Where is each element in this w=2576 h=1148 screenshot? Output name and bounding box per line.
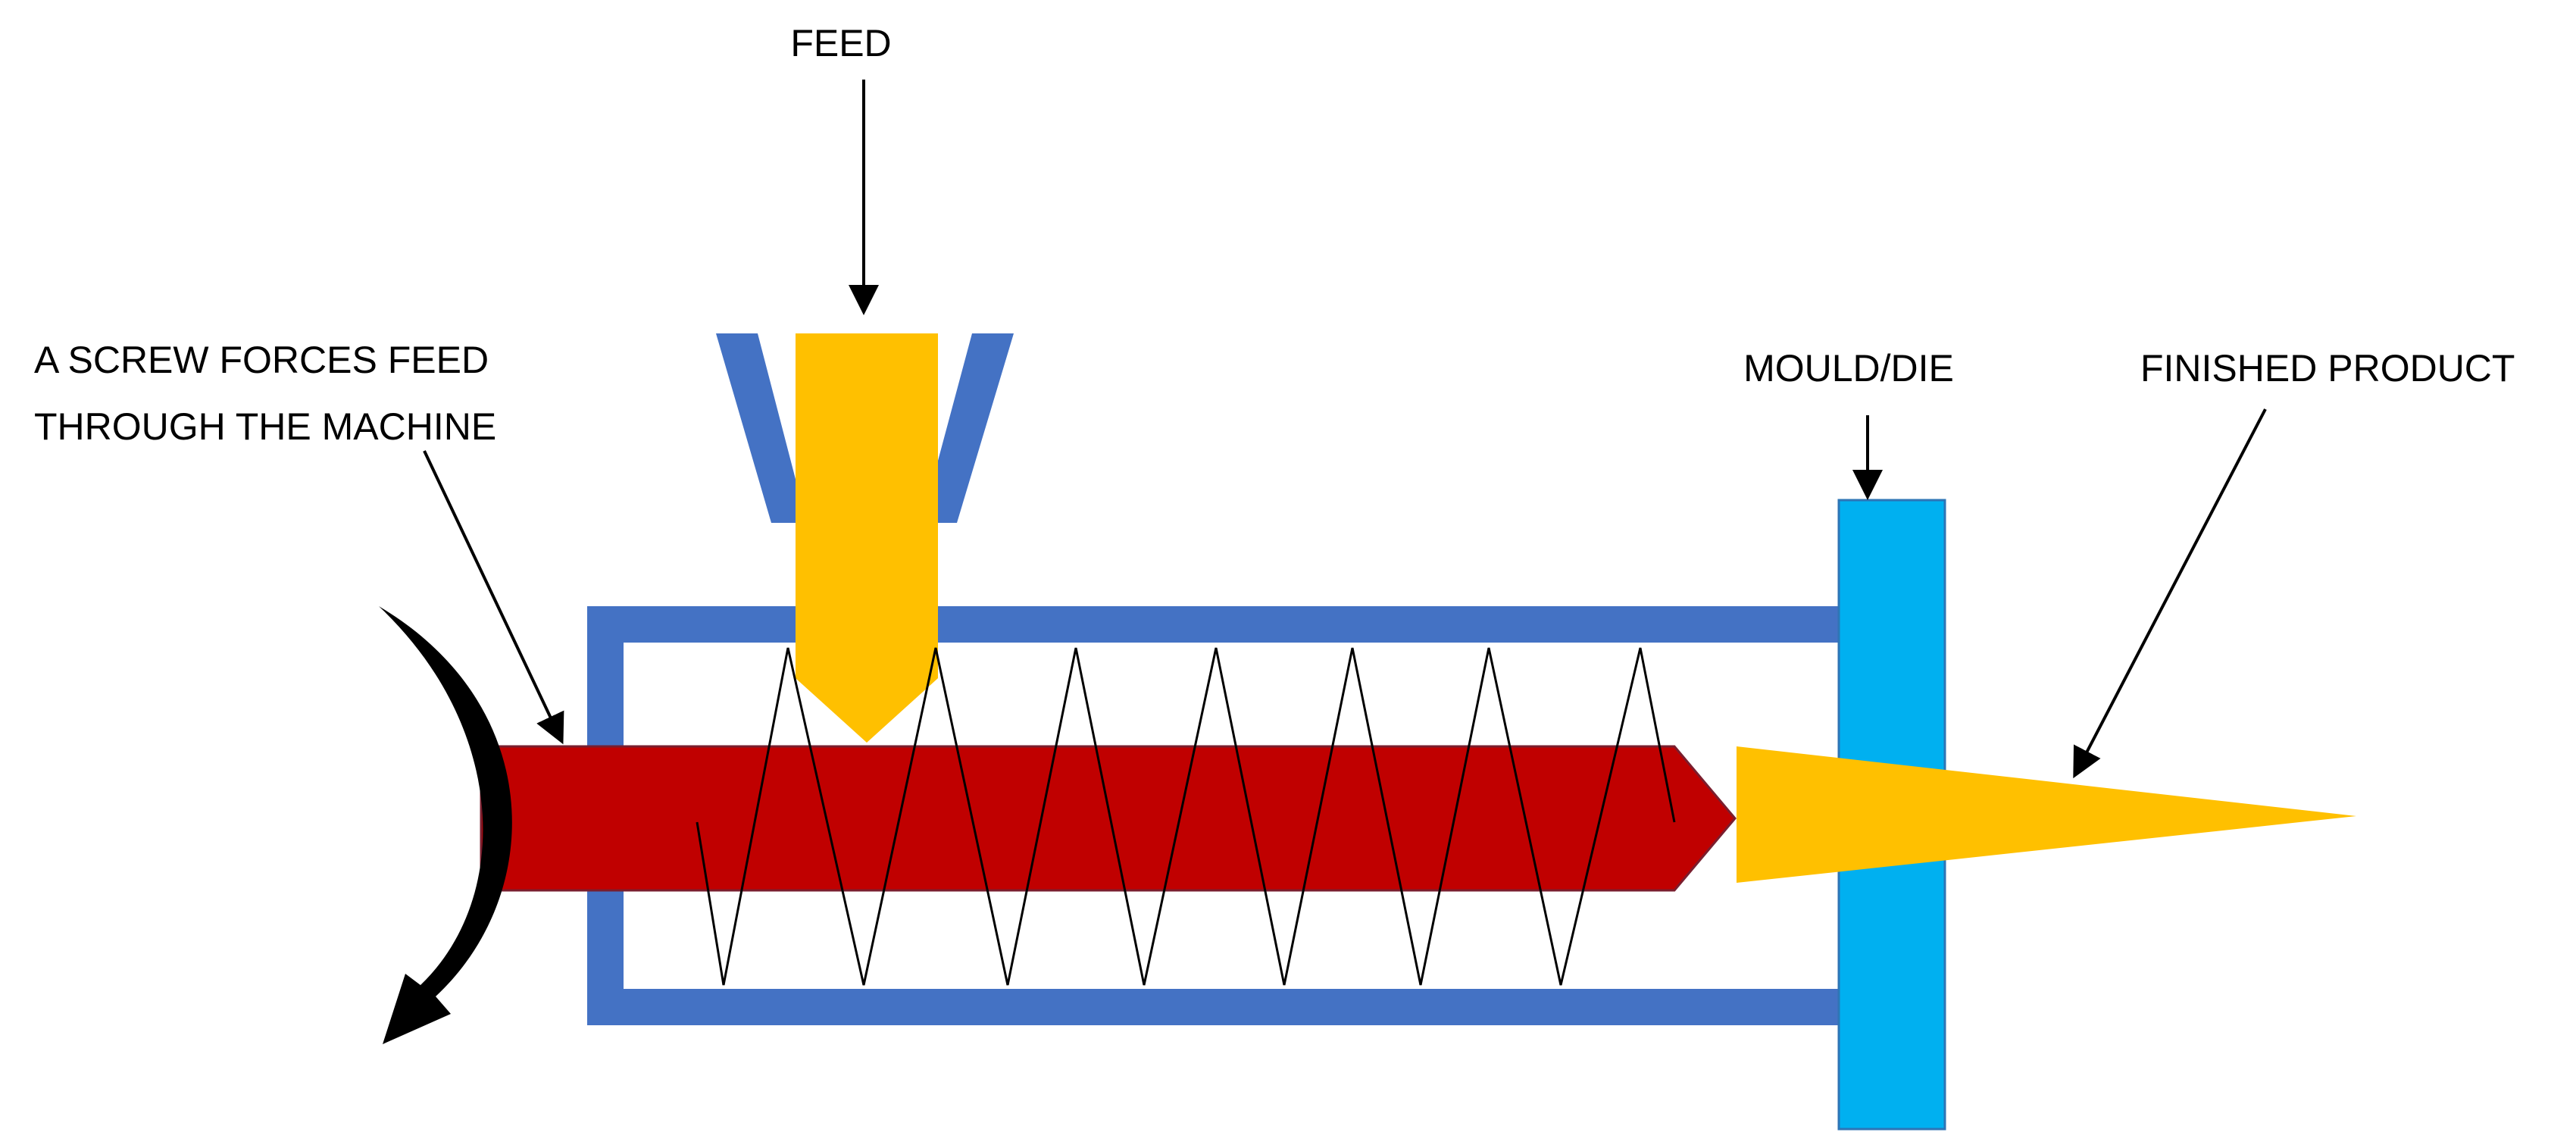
screw-flight: [696, 647, 1676, 986]
product-pointer-arrow: [2073, 408, 2267, 779]
finished-product-label: FINISHED PRODUCT: [2140, 347, 2515, 389]
hopper-left-wall: [716, 333, 807, 523]
hopper: [716, 333, 1014, 523]
mould-die-label: MOULD/DIE: [1743, 347, 1954, 389]
feed-label: FEED: [790, 22, 891, 64]
screw-label-line2: THROUGH THE MACHINE: [34, 405, 496, 448]
rotation-arrow-icon: [379, 606, 512, 1044]
feed-material: [796, 333, 938, 743]
screw-shaft: [480, 745, 1737, 892]
finished-product: [1737, 746, 2356, 883]
screw-pointer-arrow: [423, 450, 564, 745]
screw-label-line1: A SCREW FORCES FEED: [34, 339, 489, 381]
barrel-top-wall: [587, 606, 1841, 643]
barrel-bottom-wall: [587, 989, 1841, 1025]
hopper-right-wall: [921, 333, 1014, 523]
